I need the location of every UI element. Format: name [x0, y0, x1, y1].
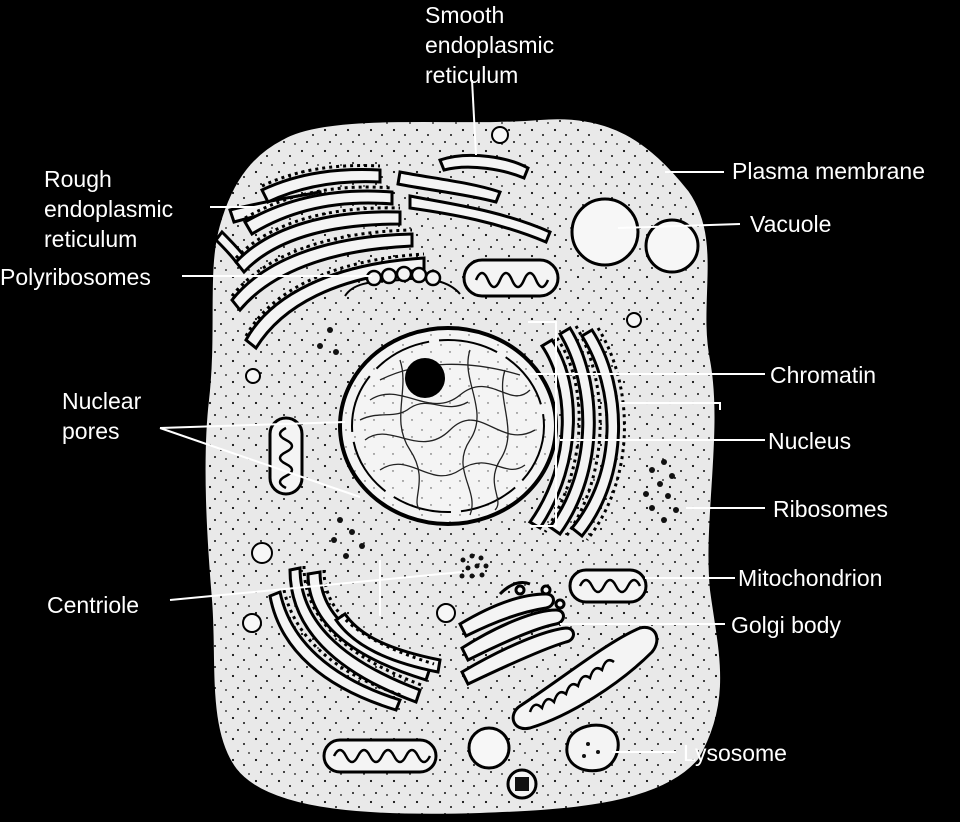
mitochondrion-top	[462, 258, 560, 298]
label-line: reticulum	[44, 226, 138, 252]
leader-lines	[159, 79, 765, 753]
rough-er-right	[527, 325, 620, 539]
vesicle	[491, 126, 509, 144]
rough-er-right-ribosomes	[543, 325, 626, 541]
label-vacuole: Vacuole	[750, 211, 832, 237]
vesicle	[626, 312, 642, 328]
label-line: reticulum	[425, 62, 519, 88]
label-ribosomes: Ribosomes	[773, 496, 889, 522]
dark-granule	[506, 768, 538, 800]
ribosome-cluster	[317, 327, 679, 559]
label-rough-er: Rough endoplasmic reticulum	[44, 164, 173, 254]
label-lysosome: Lysosome	[683, 740, 787, 766]
mitochondrion-bottom	[322, 738, 438, 774]
label-line: Nuclear	[62, 388, 142, 414]
lysosome	[565, 723, 620, 773]
vacuole-large	[570, 197, 640, 267]
centriole	[459, 553, 489, 579]
rough-er-ribosomes	[230, 164, 425, 337]
label-polyribosomes: Polyribosomes	[0, 264, 151, 290]
vacuole-small	[467, 726, 511, 770]
vesicle	[245, 368, 261, 384]
label-smooth-er: Smooth endoplasmic reticulum	[425, 0, 554, 90]
label-nuclear-pores: Nuclear pores	[62, 386, 141, 446]
golgi-body	[458, 580, 575, 686]
vacuole-edge	[644, 218, 700, 274]
chromatin	[359, 349, 536, 516]
polyribosome-chain	[344, 265, 461, 297]
label-nucleus: Nucleus	[768, 428, 852, 454]
label-golgi-body: Golgi body	[731, 612, 841, 638]
vesicle	[436, 603, 456, 623]
label-line: Smooth	[425, 2, 505, 28]
label-centriole: Centriole	[47, 592, 140, 618]
label-mitochondrion: Mitochondrion	[738, 565, 883, 591]
mitochondrion-right	[568, 568, 648, 604]
label-line: endoplasmic	[44, 196, 174, 222]
vesicle	[242, 613, 262, 633]
nucleolus	[405, 358, 445, 398]
label-chromatin: Chromatin	[770, 362, 877, 388]
label-line: endoplasmic	[425, 32, 555, 58]
label-line: pores	[62, 418, 120, 444]
label-plasma-membrane: Plasma membrane	[732, 158, 926, 184]
vesicle	[251, 542, 273, 564]
mitochondrion-left	[268, 416, 304, 496]
label-line: Rough	[44, 166, 112, 192]
nucleus	[338, 326, 558, 526]
mitochondrion-long	[511, 625, 659, 731]
